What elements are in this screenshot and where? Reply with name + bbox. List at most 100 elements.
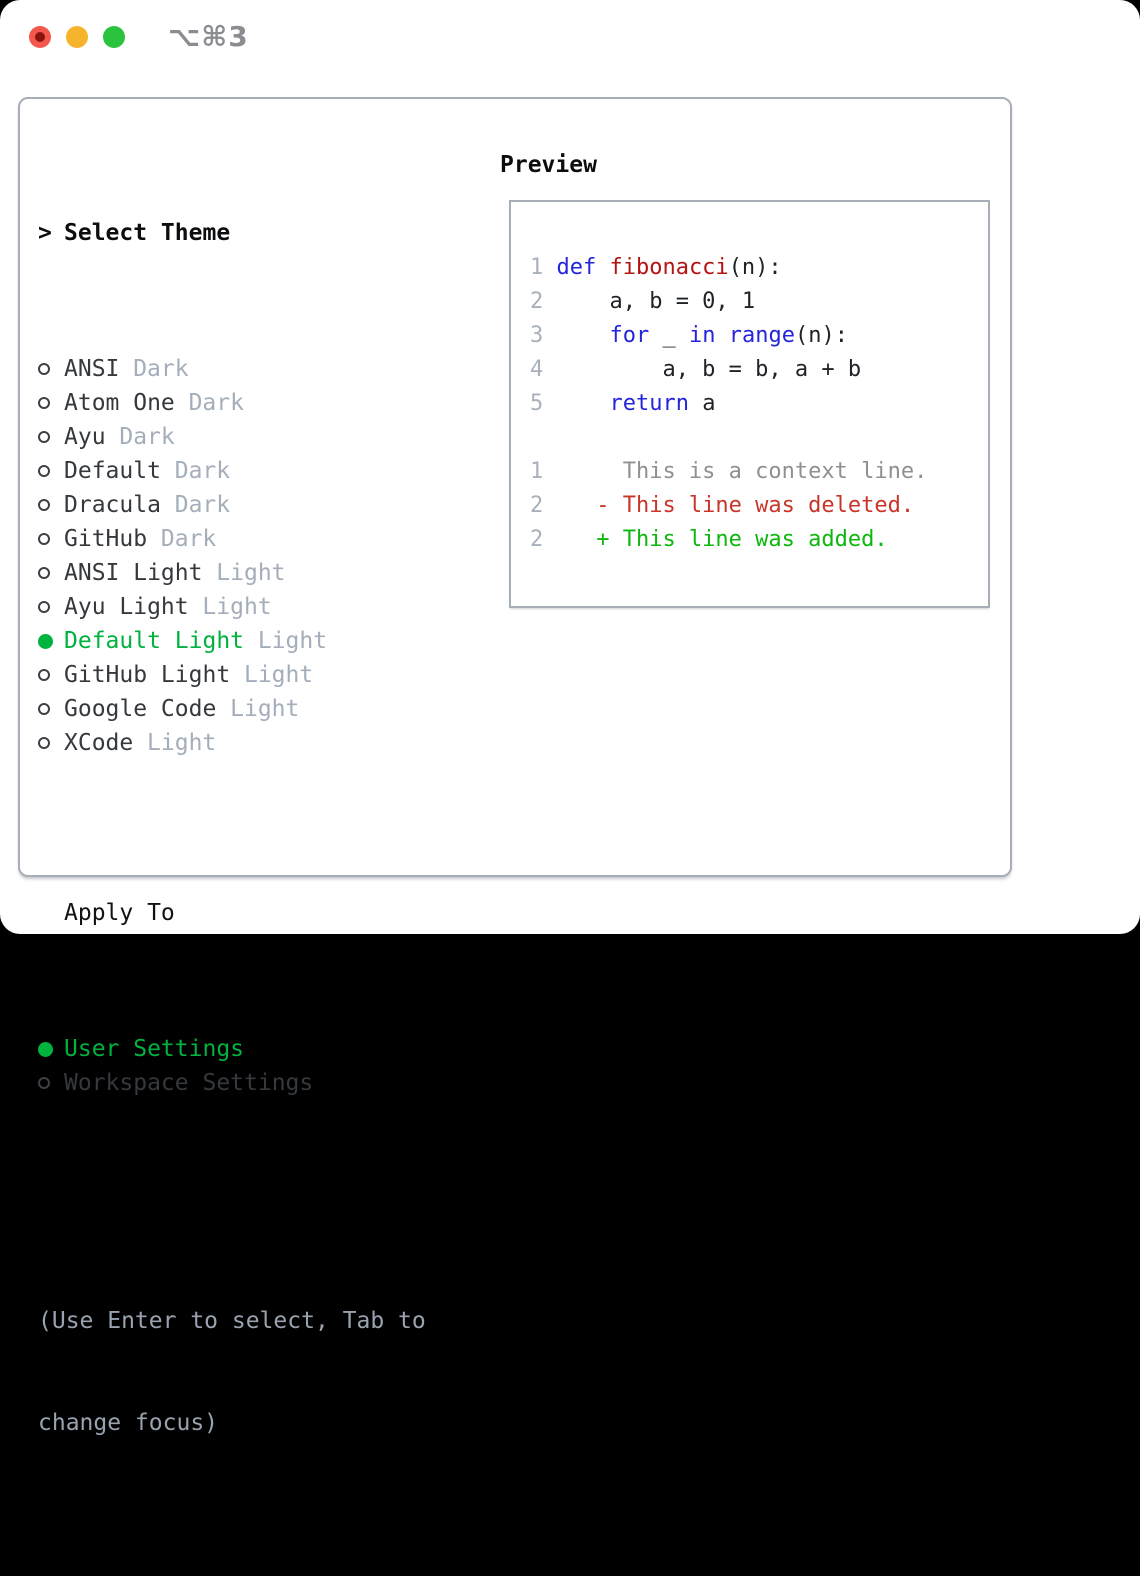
select-theme-heading-label: Select Theme [64,220,231,246]
code-token-plain: (n): [794,323,848,348]
code-token-plain [556,391,609,416]
code-token-keyword: for [609,323,650,348]
theme-option-default[interactable]: Default Dark [38,454,426,488]
code-token-keyword: range [728,323,795,348]
window-title: ⌥⌘3 [168,20,249,53]
theme-option-dracula[interactable]: Dracula Dark [38,488,426,522]
theme-variant-tag: Light [257,628,328,654]
option-label: Ayu Light [64,594,189,620]
theme-variant-tag: Dark [188,390,244,416]
radio-icon [38,533,64,545]
code-line: 4 a, b = b, a + b [530,353,988,387]
radio-icon [38,499,64,511]
radio-icon [38,669,64,681]
apply-to-heading: Apply To [38,896,426,930]
code-token-plain: a, b = 0, 1 [556,289,756,314]
theme-option-ansi-light[interactable]: ANSI Light Light [38,556,426,590]
line-number: 2 [530,527,544,552]
radio-selected-icon [38,1041,64,1057]
option-label: Workspace Settings [64,1070,314,1096]
theme-variant-tag: Dark [174,492,231,518]
apply-to-heading-label: Apply To [64,900,175,926]
code-token-plain [556,323,609,348]
theme-option-xcode[interactable]: XCode Light [38,726,426,760]
theme-option-atom-one[interactable]: Atom One Dark [38,386,426,420]
line-number: 5 [530,391,544,416]
code-token-plain: (n): [728,255,782,280]
radio-icon [38,703,64,715]
code-token-keyword: in [688,323,716,348]
code-blank-line [530,421,988,455]
close-button[interactable] [29,26,51,48]
close-dot-icon [35,32,45,42]
code-token-deleted: - This line was deleted. [556,493,915,518]
theme-variant-tag: Dark [133,356,189,382]
code-line: 3 for _ in range(n): [530,319,988,353]
code-line: 1 This is a context line. [530,455,988,489]
code-line: 2 - This line was deleted. [530,489,988,523]
apply-option-user-settings[interactable]: User Settings [38,1032,426,1066]
theme-variant-tag: Light [216,560,286,586]
line-number: 3 [530,323,544,348]
option-label: Dracula [64,492,161,518]
option-label: Atom One [64,390,175,416]
code-token-plain: a [688,391,716,416]
hint-line: (Use Enter to select, Tab to [38,1308,426,1334]
minimize-button[interactable] [66,26,88,48]
theme-variant-tag: Light [202,594,272,620]
theme-variant-tag: Dark [160,526,217,552]
code-token-context: This is a context line. [556,459,928,484]
code-line: 1 def fibonacci(n): [530,251,988,285]
code-line: 2 a, b = 0, 1 [530,285,988,319]
radio-icon [38,1077,64,1089]
focus-caret-icon: > [38,220,52,246]
apply-option-workspace-settings[interactable]: Workspace Settings [38,1066,426,1100]
code-line: 5 return a [530,387,988,421]
option-label: ANSI Light [64,560,203,586]
theme-option-ayu-light[interactable]: Ayu Light Light [38,590,426,624]
hint-line: change focus) [38,1410,219,1436]
theme-variant-tag: Light [230,696,300,722]
theme-option-ansi[interactable]: ANSI Dark [38,352,426,386]
line-number: 2 [530,289,544,314]
option-label: User Settings [64,1036,245,1062]
window-titlebar: ⌥⌘3 [29,20,249,53]
line-number: 1 [530,459,544,484]
code-token-function: fibonacci [609,255,729,280]
option-label: GitHub Light [64,662,231,688]
theme-variant-tag: Dark [174,458,231,484]
zoom-button[interactable] [103,26,125,48]
option-label: Ayu [64,424,106,450]
code-line: 2 + This line was added. [530,523,988,557]
theme-variant-tag: Light [147,730,217,756]
code-token-keyword: def [556,255,610,280]
radio-icon [38,363,64,375]
code-token-plain: a, b = b, a + b [556,357,862,382]
theme-option-github[interactable]: GitHub Dark [38,522,426,556]
keyboard-hint: (Use Enter to select, Tab to change focu… [38,1236,426,1508]
line-number: 1 [530,255,544,280]
option-label: GitHub [64,526,148,552]
code-token-plain [715,323,728,348]
code-token-added: + This line was added. [556,527,888,552]
line-number: 2 [530,493,544,518]
option-label: Default [64,458,161,484]
radio-icon [38,601,64,613]
radio-icon [38,431,64,443]
line-number: 4 [530,357,544,382]
option-label: XCode [64,730,134,756]
option-label: ANSI [64,356,120,382]
code-token-keyword: return [609,391,689,416]
code-token-plain: _ [649,323,689,348]
